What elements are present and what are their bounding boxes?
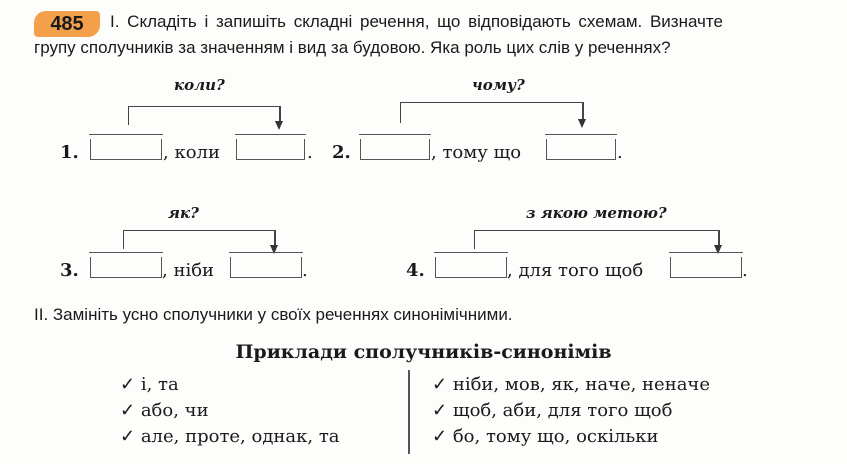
check-icon: ✓ xyxy=(120,426,136,447)
check-icon: ✓ xyxy=(120,374,136,395)
check-icon: ✓ xyxy=(432,400,448,421)
scheme-3-number: 3. xyxy=(60,260,79,281)
synonyms-title: Приклади сполучників-синонімів xyxy=(235,341,612,363)
check-icon: ✓ xyxy=(432,426,448,447)
scheme-3-bracket xyxy=(123,230,275,249)
arrow-icon xyxy=(715,230,721,254)
list-item-text: бо, тому що, оскільки xyxy=(452,426,659,447)
clause-box xyxy=(545,134,617,160)
scheme-1-number: 1. xyxy=(60,142,79,163)
scheme-4-question: з якою метою? xyxy=(526,204,667,222)
period: . xyxy=(307,142,313,163)
arrow-icon xyxy=(271,230,277,254)
scheme-2-number: 2. xyxy=(332,142,351,163)
list-item-text: або, чи xyxy=(140,400,209,421)
scheme-2-conjunction: , тому що xyxy=(431,142,522,163)
clause-box xyxy=(89,134,163,160)
clause-box xyxy=(89,252,163,278)
arrow-icon xyxy=(579,102,585,128)
list-item: ✓ ніби, мов, як, наче, неначе xyxy=(432,372,710,398)
scheme-4-conjunction: , для того щоб xyxy=(507,260,644,281)
list-item: ✓ і, та xyxy=(120,372,340,398)
task-part2: ІІ. Замініть усно сполучники у своїх реч… xyxy=(34,305,513,324)
scheme-4-number: 4. xyxy=(406,260,425,281)
scheme-3-conjunction: , ніби xyxy=(162,260,215,281)
list-item-text: ніби, мов, як, наче, неначе xyxy=(452,374,710,395)
period: . xyxy=(742,260,748,281)
scheme-4-bracket xyxy=(474,230,719,249)
clause-box xyxy=(434,252,508,278)
exercise-number-badge: 485 xyxy=(34,11,100,37)
arrow-icon xyxy=(276,106,282,130)
clause-box xyxy=(359,134,431,160)
scheme-1-bracket xyxy=(128,106,280,125)
synonyms-left-list: ✓ і, та ✓ або, чи ✓ але, проте, однак, т… xyxy=(120,372,340,450)
check-icon: ✓ xyxy=(120,400,136,421)
task-part1-line2: групу сполучників за значенням і вид за … xyxy=(34,38,671,57)
list-item-text: щоб, аби, для того щоб xyxy=(452,400,673,421)
clause-box xyxy=(235,134,306,160)
scheme-2-question: чому? xyxy=(472,76,525,94)
clause-box xyxy=(229,252,303,278)
list-item: ✓ бо, тому що, оскільки xyxy=(432,424,710,450)
scheme-3-question: як? xyxy=(168,204,199,222)
list-item-text: але, проте, однак, та xyxy=(140,426,340,447)
check-icon: ✓ xyxy=(432,374,448,395)
scheme-1-conjunction: , коли xyxy=(163,142,220,163)
period: . xyxy=(617,142,623,163)
list-item: ✓ або, чи xyxy=(120,398,340,424)
scheme-2-bracket xyxy=(400,102,583,123)
synonyms-right-list: ✓ ніби, мов, як, наче, неначе ✓ щоб, аби… xyxy=(432,372,710,450)
column-divider xyxy=(408,370,410,454)
task-part1-line1: І. Складіть і запишіть складні речення, … xyxy=(110,12,723,31)
list-item: ✓ щоб, аби, для того щоб xyxy=(432,398,710,424)
clause-box xyxy=(669,252,743,278)
list-item: ✓ але, проте, однак, та xyxy=(120,424,340,450)
list-item-text: і, та xyxy=(140,374,179,395)
scheme-1-question: коли? xyxy=(174,76,225,94)
period: . xyxy=(302,260,308,281)
